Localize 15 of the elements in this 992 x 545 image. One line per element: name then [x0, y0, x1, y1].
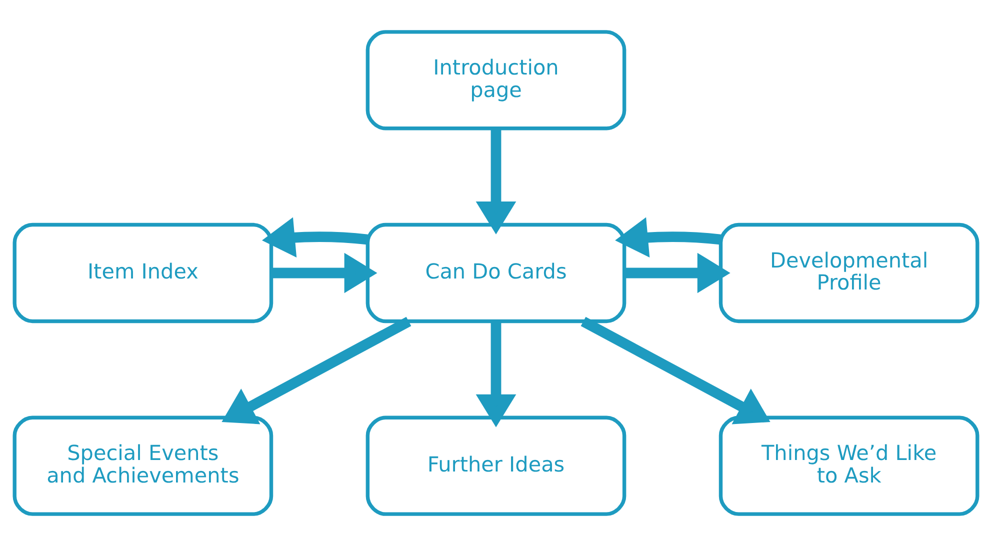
node-box: Things We’d Like to Ask — [718, 415, 980, 516]
node-box: Introduction page — [366, 30, 626, 130]
arrow — [262, 216, 368, 257]
node-box: Item Index — [12, 222, 274, 323]
arrow — [615, 216, 721, 257]
arrow — [580, 316, 770, 424]
arrow — [476, 320, 516, 427]
arrow — [624, 252, 730, 293]
node-box: Developmental Profile — [718, 222, 980, 323]
arrow — [272, 252, 378, 293]
arrow — [476, 128, 516, 234]
node-box: Can Do Cards — [366, 222, 626, 323]
arrow — [222, 316, 412, 424]
node-box: Special Events and Achievements — [12, 415, 274, 516]
node-box: Further Ideas — [366, 415, 626, 516]
